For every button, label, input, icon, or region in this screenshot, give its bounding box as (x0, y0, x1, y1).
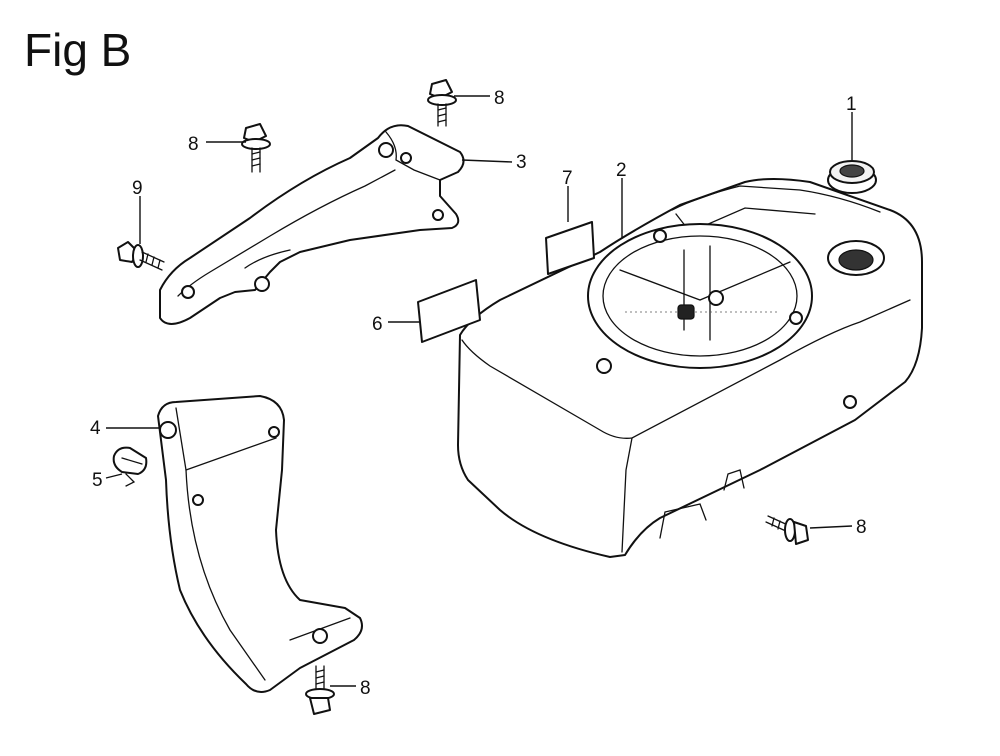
callout-8-bottom: 8 (360, 678, 371, 699)
callout-1: 1 (846, 94, 857, 115)
callout-4: 4 (90, 418, 101, 439)
bolt-9-part (117, 241, 165, 271)
figure-title: Fig B (24, 24, 131, 76)
callout-5: 5 (92, 470, 103, 491)
fan-cover-part (457, 178, 923, 558)
bolt-8a-part (427, 79, 457, 127)
clip-part (112, 446, 148, 487)
grommet-part (827, 160, 877, 194)
bolt-8b-part (241, 123, 271, 173)
callout-8-left: 8 (188, 134, 199, 155)
bolt-8c-part (765, 515, 809, 545)
callout-2: 2 (616, 160, 627, 181)
bolt-8d-part (305, 665, 335, 715)
leader-lines (105, 95, 853, 687)
label-6-part (417, 279, 481, 343)
callout-9: 9 (132, 178, 143, 199)
callout-6: 6 (372, 314, 383, 335)
callout-7: 7 (562, 168, 573, 189)
callout-3: 3 (516, 152, 527, 173)
label-7-part (545, 221, 595, 275)
lower-guard-part (157, 395, 363, 693)
handle-bracket-part (159, 124, 465, 325)
callout-8-top: 8 (494, 88, 505, 109)
callout-8-right: 8 (856, 517, 867, 538)
